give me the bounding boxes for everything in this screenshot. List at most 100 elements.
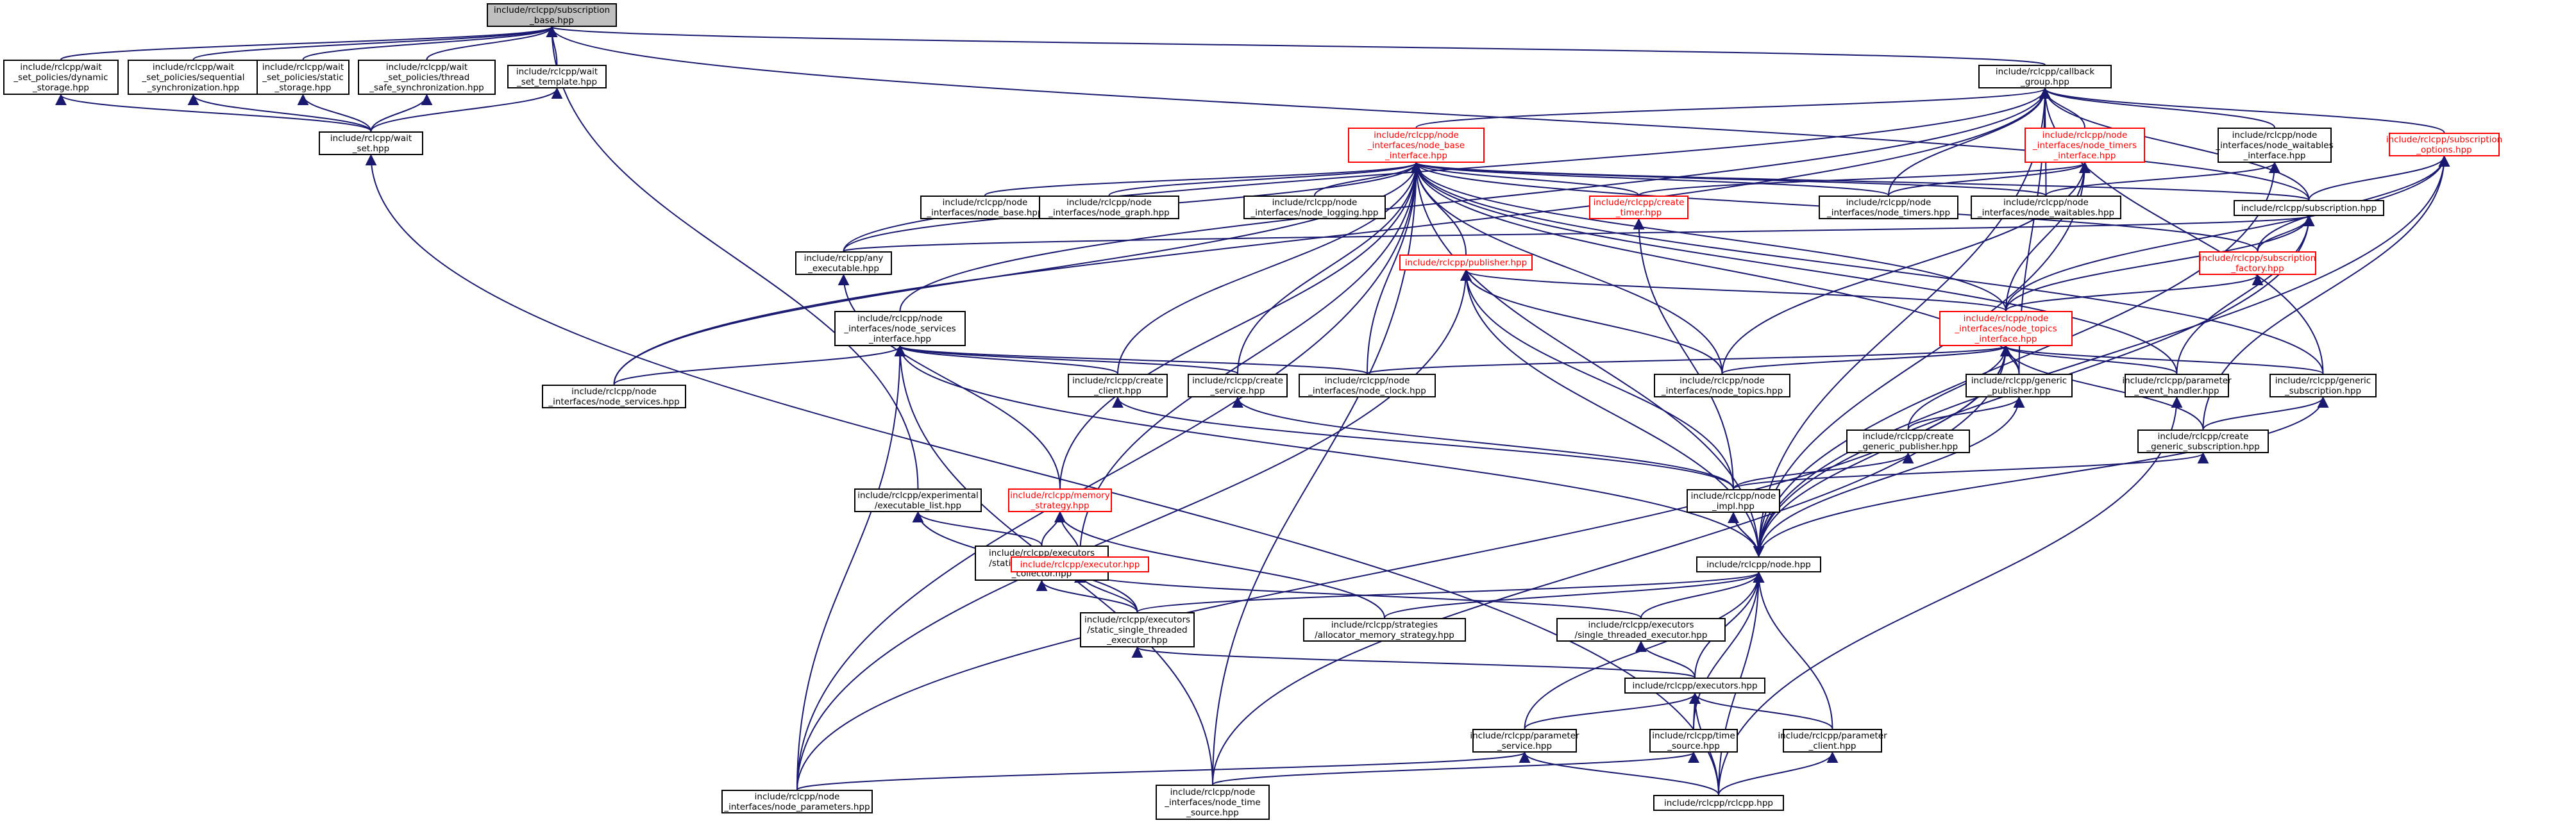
node-create-timer[interactable]: include/rclcpp/create _timer.hpp [1589,196,1688,219]
edge-ntimesource-to-ntopicsi [1212,345,2012,785]
edge-ntimersi-to-cbg [2039,87,2085,128]
node-node-graph[interactable]: include/rclcpp/node _interfaces/node_gra… [1039,196,1179,219]
node-node-services[interactable]: include/rclcpp/node _interfaces/node_ser… [542,385,686,408]
edge-nclock-to-nbase [1367,162,1422,374]
node-subscription[interactable]: include/rclcpp/subscription.hpp [2234,200,2384,216]
node-wait-set-thread-safe-sync[interactable]: include/rclcpp/wait _set_policies/thread… [358,60,496,95]
edge-nodeimpl-to-node [1733,512,1765,558]
edge-waitset-to-wsdyn [55,94,372,132]
edge-ntimesource-to-timesource [1212,751,1699,785]
node-node-logging[interactable]: include/rclcpp/node _interfaces/node_log… [1243,196,1386,219]
edge-creategensub-to-gensub [2202,396,2329,430]
node-parameter-client[interactable]: include/rclcpp/parameter _client.hpp [1778,729,1887,753]
node-node-parameters[interactable]: include/rclcpp/node _interfaces/node_par… [721,790,873,813]
node-memory-strategy[interactable]: include/rclcpp/memory _strategy.hpp [1008,488,1112,512]
edge-nodeimpl-to-publisher [1460,269,1734,490]
node-node-base[interactable]: include/rclcpp/node _interfaces/node_bas… [920,196,1050,219]
edge-paramclient-to-node [1753,571,1833,729]
edge-ntopicsi-to-publisher [1460,269,2007,312]
node-subscription-options[interactable]: include/rclcpp/subscription _options.hpp [2386,133,2502,156]
node-any-executable[interactable]: include/rclcpp/any _executable.hpp [795,251,892,275]
node-generic-publisher[interactable]: include/rclcpp/generic _publisher.hpp [1966,374,2073,397]
edge-timesource-to-node [1693,571,1765,729]
edge-ngraph-to-nbase [1108,162,1422,196]
node-allocator-memory-strategy[interactable]: include/rclcpp/strategies /allocator_mem… [1303,618,1466,642]
edge-ntimesource-to-nbase [1212,162,1422,785]
node-node-topics[interactable]: include/rclcpp/node _interfaces/node_top… [1654,374,1790,397]
node-time-source[interactable]: include/rclcpp/time _source.hpp [1649,729,1738,753]
node-node-topics-interface[interactable]: include/rclcpp/node _interfaces/node_top… [1939,311,2073,346]
node-node-timers-interface[interactable]: include/rclcpp/node _interfaces/node_tim… [2025,128,2145,163]
node-rclcpp[interactable]: include/rclcpp/rclcpp.hpp [1653,795,1784,811]
node-node-waitables[interactable]: include/rclcpp/node _interfaces/node_wai… [1971,196,2121,219]
edge-paramevent-to-subscription [2176,215,2315,374]
edge-subopt-to-cbg [2039,87,2445,133]
node-create-service[interactable]: include/rclcpp/create _service.hpp [1188,374,1288,397]
edge-executor-to-nbase [1079,162,1422,557]
node-node-services-interface[interactable]: include/rclcpp/node _interfaces/node_ser… [834,311,966,346]
edge-wsdyn-to-root [60,26,557,60]
node-single-threaded-executor[interactable]: include/rclcpp/executors /single_threade… [1556,618,1726,642]
edge-ntopicsi-to-subfactory [2005,274,2264,312]
node-create-generic-subscription[interactable]: include/rclcpp/create _generic_subscript… [2137,429,2269,453]
edge-node-to-gensub [1758,396,2329,557]
node-node-timers[interactable]: include/rclcpp/node _interfaces/node_tim… [1819,196,1958,219]
edge-ntimers-to-ntimersi [1888,162,2091,196]
edge-ntopics-to-nbase [1410,162,1723,374]
edge-staticst-to-node [1136,571,1764,613]
node-wait-set-dynamic-storage[interactable]: include/rclcpp/wait _set_policies/dynami… [3,60,119,95]
edge-nwaitables-to-nbase [1411,162,2047,196]
node-generic-subscription[interactable]: include/rclcpp/generic _subscription.hpp [2269,374,2377,397]
edge-nparams-to-ntopicsi [796,345,2012,790]
edge-ntopicsi-to-subopt [2005,155,2450,312]
node-node-waitables-interface[interactable]: include/rclcpp/node _interfaces/node_wai… [2216,128,2334,163]
edge-node-to-ntimersi [1758,162,2091,557]
edge-ntopicsi-to-nbase [1410,162,2007,312]
edge-wsseq-to-root [192,26,558,60]
node-create-client[interactable]: include/rclcpp/create _client.hpp [1068,374,1168,397]
edge-memstrat-to-nbase [1059,162,1422,489]
node-node-impl[interactable]: include/rclcpp/node _impl.hpp [1687,489,1780,513]
edge-node-to-publisher [1460,269,1760,557]
edge-node-to-nservicesi [894,345,1760,557]
node-wait-set-template[interactable]: include/rclcpp/wait _set_template.hpp [507,65,607,88]
node-node-base-interface[interactable]: include/rclcpp/node _interfaces/node_bas… [1348,128,1485,163]
edge-nwaiti-to-cbg [2039,87,2275,128]
edge-nodeimpl-to-createservice [1232,396,1734,490]
edge-allocmem-to-node [1384,571,1765,619]
node-static-single-threaded-executor[interactable]: include/rclcpp/executors /static_single_… [1080,612,1195,647]
edge-ntopics-to-ntopicsi [1721,345,2012,374]
node-parameter-service[interactable]: include/rclcpp/parameter _service.hpp [1470,729,1579,753]
node-executable-list[interactable]: include/rclcpp/experimental /executable_… [854,488,982,512]
node-node-clock[interactable]: include/rclcpp/node _interfaces/node_clo… [1299,374,1436,397]
node-wait-set-static-storage[interactable]: include/rclcpp/wait _set_policies/static… [257,60,349,95]
edge-rclcpp-to-paramevent [1718,396,2183,796]
node-create-generic-publisher[interactable]: include/rclcpp/create _generic_publisher… [1846,429,1970,453]
edge-waitset-to-wsstat [297,94,372,132]
edge-nservices-to-nservicesi [613,345,906,385]
node-node-time-source[interactable]: include/rclcpp/node _interfaces/node_tim… [1156,785,1270,820]
edge-gensub-to-nbase [1410,162,2324,374]
edge-executors-to-staticst [1132,646,1696,678]
node-parameter-event-handler[interactable]: include/rclcpp/parameter _event_handler.… [2122,374,2232,397]
node-wait-set[interactable]: include/rclcpp/wait _set.hpp [319,131,423,155]
edge-allocmem-to-memstrat [1054,511,1385,619]
node-executors[interactable]: include/rclcpp/executors.hpp [1624,678,1765,694]
edge-subscription-to-subopt [2308,155,2450,201]
node-executor[interactable]: include/rclcpp/executor.hpp [1011,556,1149,572]
edge-gensub-to-ntopicsi [2000,345,2324,374]
node-subscription-factory[interactable]: include/rclcpp/subscription _factory.hpp [2199,251,2316,275]
edge-nparams-to-nservicesi [796,345,906,790]
node-subscription-base[interactable]: include/rclcpp/subscription _base.hpp [487,3,617,27]
edge-creategenpub-to-ntopicsi [1907,345,2012,430]
edge-nodeimpl-to-creategenpub [1733,452,1914,490]
edge-nwaitables-to-nwaiti [2045,162,2280,196]
node-publisher[interactable]: include/rclcpp/publisher.hpp [1399,254,1533,271]
node-callback-group[interactable]: include/rclcpp/callback _group.hpp [1978,65,2112,88]
edge-createclient-to-nservicesi [894,345,1118,374]
edge-ntimers-to-nbase [1411,162,1889,196]
node-wait-set-sequential-sync[interactable]: include/rclcpp/wait _set_policies/sequen… [128,60,259,95]
edge-subscription-to-nbase [1411,162,2310,201]
node-node[interactable]: include/rclcpp/node.hpp [1696,556,1821,572]
edge-createservice-to-nbase [1237,162,1422,374]
